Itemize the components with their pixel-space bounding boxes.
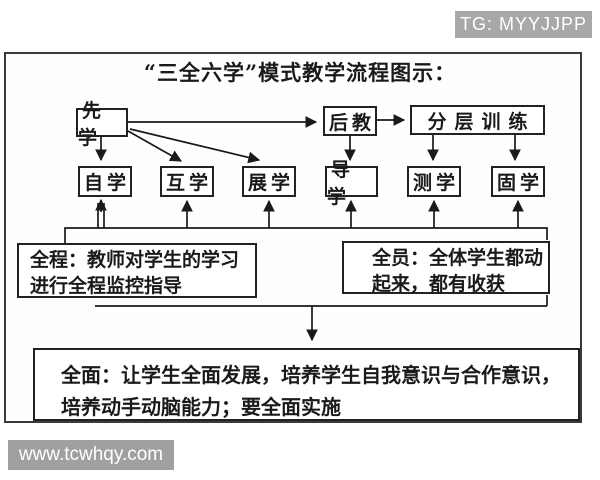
- node-houjiao: 后教: [323, 106, 377, 136]
- box-quancheng: 全程：教师对学生的学习 进行全程监控指导: [17, 243, 257, 298]
- box-quanmian: 全面：让学生全面发展，培养学生自我意识与合作意识， 培养动手动脑能力；要全面实施: [33, 348, 580, 421]
- watermark-badge: www.tcwhqy.com: [8, 440, 174, 470]
- node-guxue: 固学: [491, 166, 545, 197]
- node-fenceng-xunlian: 分层训练: [410, 105, 545, 135]
- quanmian-line1: 全面：让学生全面发展，培养学生自我意识与合作意识，: [61, 363, 561, 387]
- quancheng-line1: 全程：教师对学生的学习: [30, 249, 240, 271]
- diagram-title: “三全六学”模式教学流程图示：: [143, 60, 457, 85]
- quanmian-line2: 培养动手动脑能力；要全面实施: [61, 395, 341, 419]
- node-daoxue: 导学: [325, 159, 378, 208]
- node-xianxue: 先学: [76, 100, 128, 149]
- node-zixue: 自学: [78, 166, 132, 197]
- tg-badge: TG: MYYJJPP: [455, 11, 592, 38]
- quanyuan-line1: 全员：全体学生都动: [372, 247, 544, 269]
- node-huxue: 互学: [160, 166, 214, 197]
- quanyuan-line2: 起来，都有收获: [372, 273, 506, 295]
- node-cexue: 测学: [407, 166, 461, 197]
- quancheng-line2: 进行全程监控指导: [30, 275, 183, 297]
- node-zhanxue: 展学: [242, 166, 296, 197]
- box-quanyuan: 全员：全体学生都动 起来，都有收获: [342, 241, 550, 295]
